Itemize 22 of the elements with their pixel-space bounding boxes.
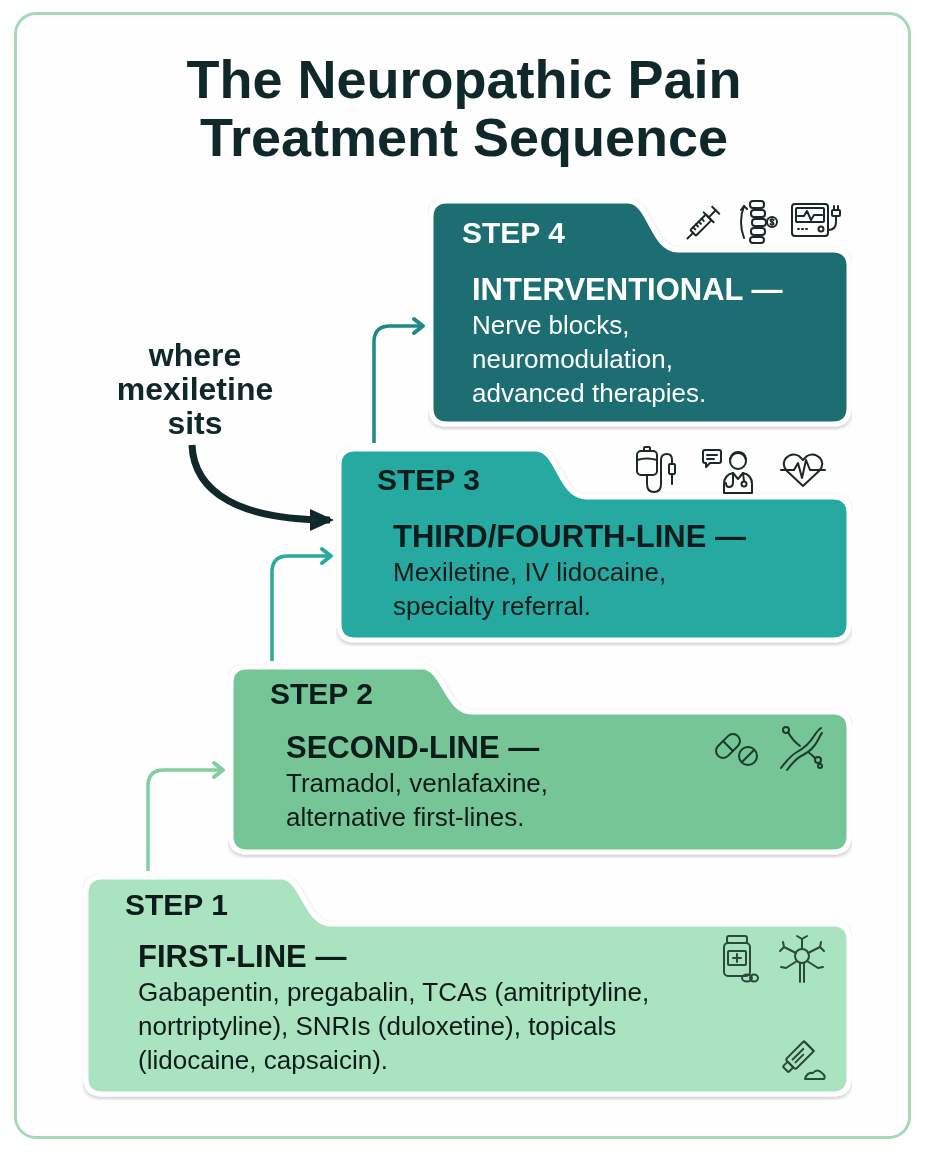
step-description: Mexiletine, IV lidocaine, specialty referral. [393,556,668,623]
step-card [336,446,852,646]
step-description: Gabapentin, pregabalin, TCAs (amitriptyline, nortriptyline), SNRIs (duloxetine), topicals (lidocaine, capsaicin). [138,976,651,1077]
step-card [228,664,852,858]
step-label: STEP 1 [125,888,228,922]
arrow [146,761,225,871]
step-card [83,874,852,1100]
step-heading: SECOND-LINE — [286,730,540,766]
step-description: Nerve blocks, neuromodulation, advanced therapies. [472,309,708,410]
step-label: STEP 4 [462,216,565,250]
curved-arrow [188,444,334,531]
title: The Neuropathic Pain Treatment Sequence [185,50,743,166]
step-description: Tramadol, venlafaxine, alternative first-lines. [286,767,550,834]
step-heading: THIRD/FOURTH-LINE — [393,519,747,555]
step-label: STEP 2 [270,677,373,711]
step-label: STEP 3 [377,463,480,497]
step-card [428,198,852,430]
arrow [270,547,333,661]
arrow [372,317,425,443]
annotation-text: where mexiletine sits [95,338,295,440]
step-heading: FIRST-LINE — [138,939,347,975]
step-heading: INTERVENTIONAL — [472,272,783,308]
